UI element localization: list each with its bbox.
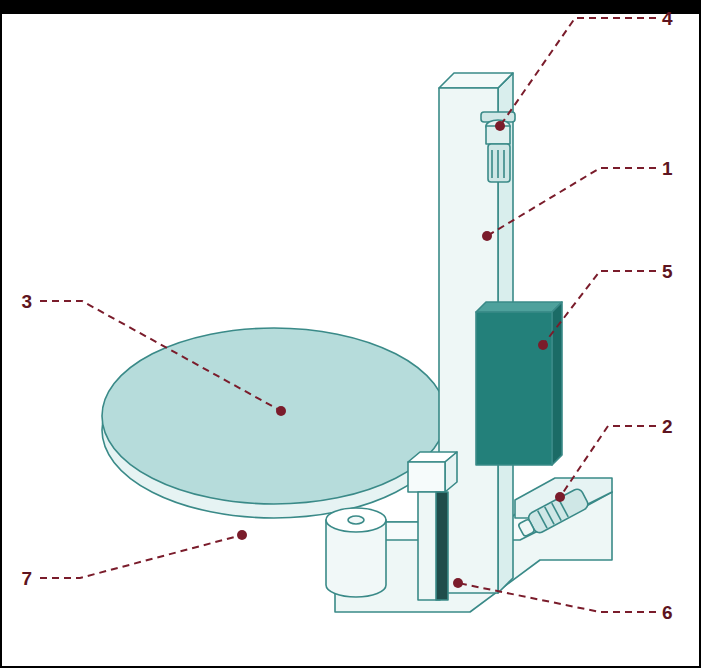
callout-number: 1 <box>662 159 673 178</box>
callout-number: 4 <box>662 9 673 28</box>
top-bar <box>0 0 701 14</box>
callout-number: 7 <box>21 569 32 588</box>
callout-number: 5 <box>662 262 673 281</box>
callout-number: 2 <box>662 417 673 436</box>
callout-number: 6 <box>662 603 673 622</box>
callout-number: 3 <box>21 292 32 311</box>
